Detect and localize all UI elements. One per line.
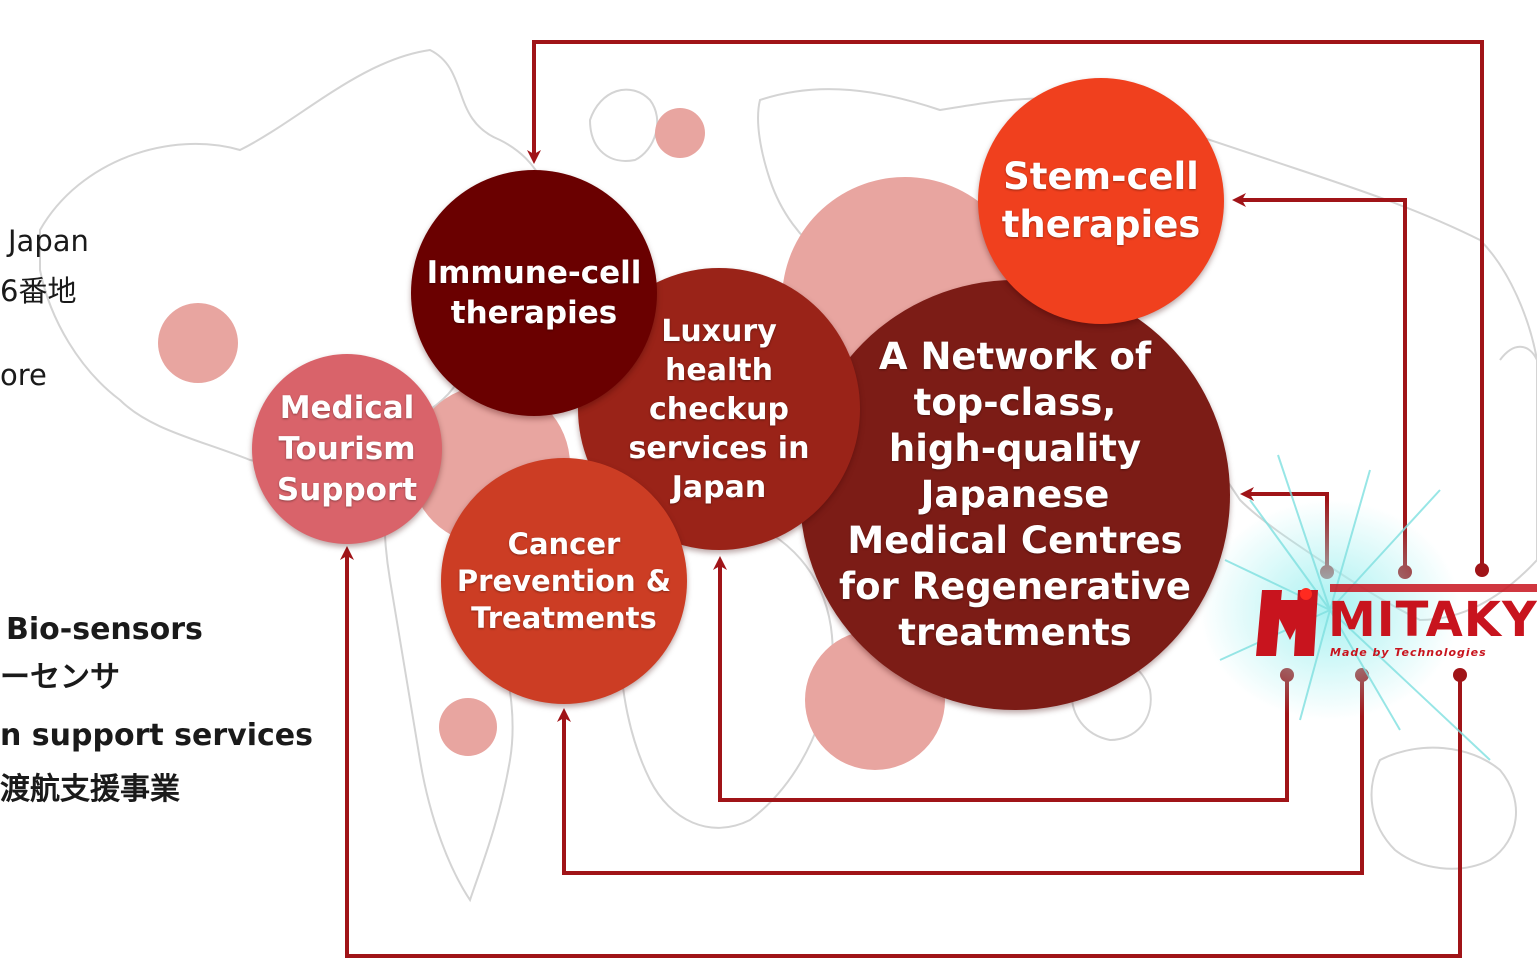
left-info-line-3: ore (0, 358, 47, 392)
decor-bubble (655, 108, 705, 158)
logo-tagline: Made by Technologies (1330, 646, 1487, 659)
logo-name: MITAKY (1328, 592, 1537, 648)
node-network: A Network of top-class, high-quality Jap… (800, 280, 1230, 710)
left-info-line-7: 渡航支援事業 (0, 772, 180, 807)
node-stem-cell: Stem-cell therapies (978, 78, 1224, 324)
node-stem-cell-label: Stem-cell therapies (1001, 155, 1201, 246)
left-info-line-6: n support services (0, 718, 313, 753)
decor-bubble (158, 303, 238, 383)
node-medical-tourism-label: Medical Tourism Support (276, 389, 418, 508)
node-network-label: A Network of top-class, high-quality Jap… (838, 335, 1192, 654)
node-immune-cell: Immune-cell therapies (411, 170, 657, 416)
left-info-line-2: 6番地 (0, 274, 77, 308)
node-immune-cell-label: Immune-cell therapies (426, 255, 642, 331)
left-info-line-4: Bio-sensors (6, 612, 203, 647)
arrow-to-cancer (557, 675, 1364, 875)
logo-mark-icon (1256, 590, 1318, 656)
arrow-to-tourism (340, 546, 1462, 958)
logo-burst (1200, 454, 1537, 761)
arrow-to-luxury (713, 556, 1289, 802)
arrow-to-stem (1232, 193, 1407, 572)
node-medical-tourism: Medical Tourism Support (252, 354, 442, 544)
node-cancer-prevention: Cancer Prevention & Treatments (441, 458, 687, 704)
connector-arrows (340, 40, 1484, 958)
left-info-line-5: ーセンサ (0, 660, 120, 695)
node-luxury-health-label: Luxury health checkup services in Japan (628, 313, 810, 505)
arrow-to-immune (527, 40, 1484, 570)
decor-bubble (439, 698, 497, 756)
left-info-line-1: Japan (8, 224, 89, 258)
node-cancer-prevention-label: Cancer Prevention & Treatments (456, 526, 672, 635)
